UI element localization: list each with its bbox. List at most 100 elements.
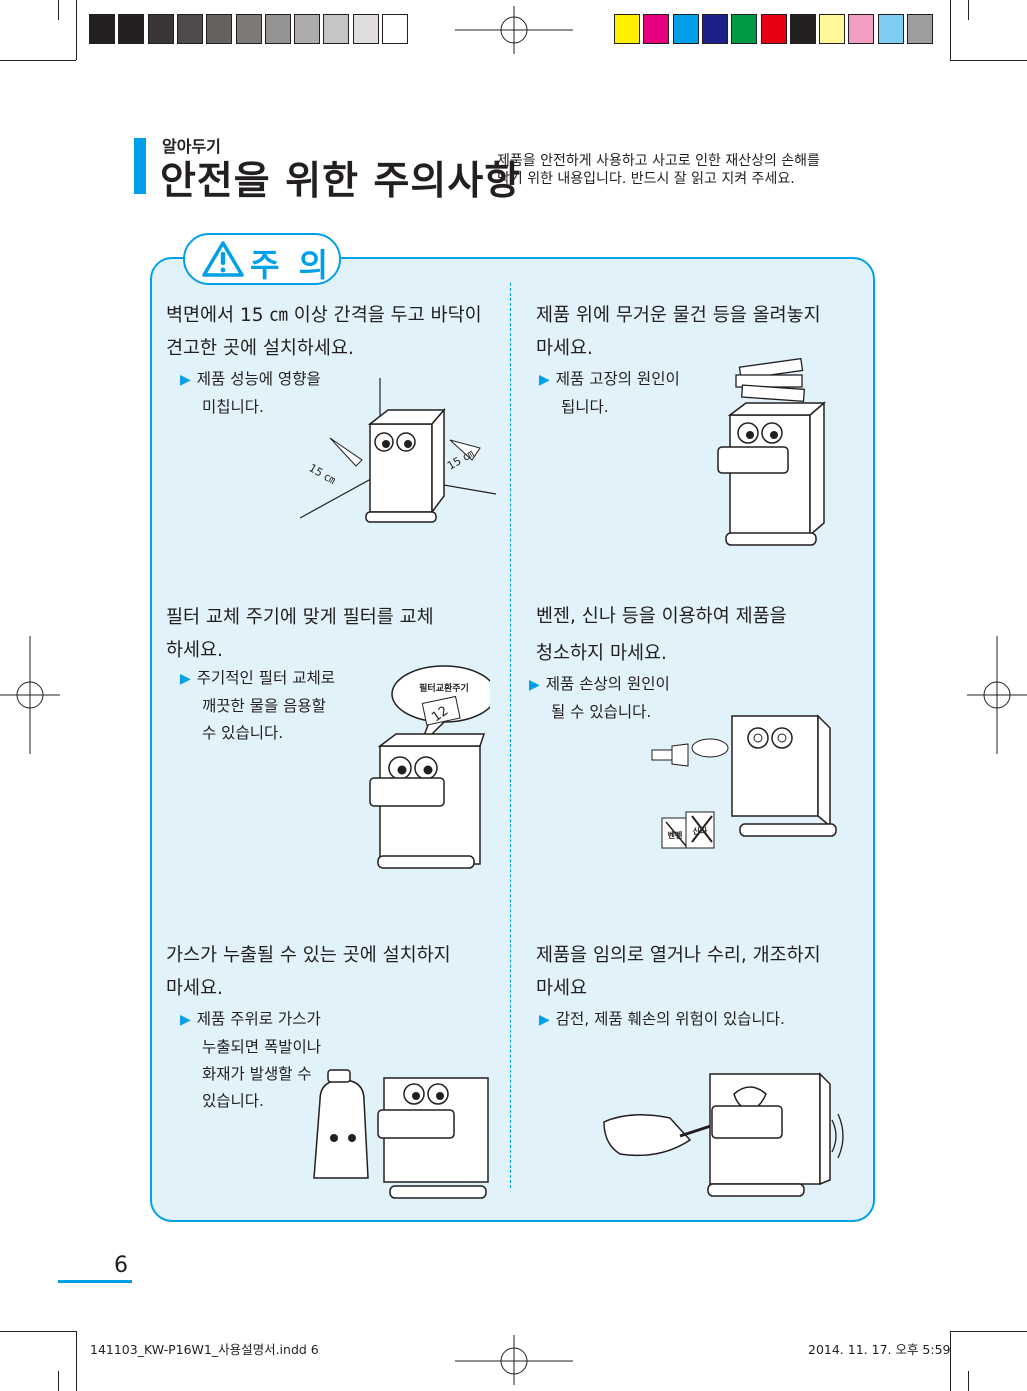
water-purifier-gas-leak-illustration	[313, 1069, 489, 1199]
item-6-title: 제품을 임의로 열거나 수리, 개조하지 마세요	[536, 939, 866, 1005]
gray-swatch	[147, 14, 174, 44]
item-2-note-line-2: 됩니다.	[561, 398, 609, 416]
distance-label-left: 15 ㎝	[307, 461, 338, 487]
registration-mark-top	[455, 6, 573, 54]
crop-mark-top-right-inner-vertical	[968, 0, 969, 20]
process-color-swatch	[731, 14, 758, 44]
crop-mark-bottom-right-inner-vertical	[968, 1371, 969, 1391]
process-color-swatch	[701, 14, 728, 44]
item-1-title-line-1: 벽면에서 15 ㎝ 이상 간격을 두고 바닥이	[166, 305, 482, 326]
item-1-note-line-2: 미칩니다.	[202, 398, 264, 416]
crop-mark-top-right-vertical	[950, 0, 951, 60]
item-1-note-line-1: 제품 성능에 영향을	[196, 370, 321, 388]
process-color-swatch	[877, 14, 904, 44]
item-6-note-line-1: 감전, 제품 훼손의 위험이 있습니다.	[555, 1010, 785, 1028]
gray-swatch	[235, 14, 262, 44]
item-5-note: ▶제품 주위로 가스가 누출되면 폭발이나 화재가 발생할 수 있습니다.	[180, 1006, 380, 1115]
column-divider	[510, 283, 511, 1188]
process-color-swatch	[848, 14, 875, 44]
gray-swatch	[382, 14, 408, 44]
warning-triangle-icon	[202, 241, 244, 277]
registration-mark-bottom	[455, 1335, 573, 1385]
footer-timestamp: 2014. 11. 17. 오후 5:59	[808, 1342, 951, 1357]
item-5-note-line-4: 있습니다.	[202, 1092, 264, 1110]
item-3-note-line-2: 깨끗한 물을 음용할	[202, 697, 326, 715]
registration-mark-left	[0, 636, 60, 754]
bullet-arrow-icon: ▶	[529, 677, 540, 693]
item-1-title-line-2: 견고한 곳에 설치하세요.	[166, 338, 354, 359]
item-5-note-line-3: 화재가 발생할 수	[202, 1065, 312, 1083]
header-accent-bar	[134, 138, 146, 194]
benzene-can-label: 벤젠	[668, 830, 683, 840]
item-5-title: 가스가 누출될 수 있는 곳에 설치하지 마세요.	[166, 939, 496, 1005]
crop-mark-top-left-vertical	[76, 0, 77, 60]
crop-mark-top-left-horizontal	[0, 60, 76, 61]
item-3-note-line-3: 수 있습니다.	[202, 724, 284, 742]
item-3-title-line-1: 필터 교체 주기에 맞게 필터를 교체	[166, 607, 434, 628]
item-2-title: 제품 위에 무거운 물건 등을 올려놓지 마세요.	[536, 299, 856, 365]
item-5-note-line-1: 제품 주위로 가스가	[196, 1010, 321, 1028]
footer-file-name: 141103_KW-P16W1_사용설명서.indd 6	[90, 1342, 319, 1357]
item-6-note: ▶ 감전, 제품 훼손의 위험이 있습니다.	[539, 1006, 859, 1034]
gray-swatch	[294, 14, 321, 44]
crop-mark-bottom-left-vertical	[76, 1331, 77, 1391]
item-2-note: ▶ 제품 고장의 원인이 됩니다.	[539, 366, 739, 421]
crop-mark-bottom-left-horizontal	[0, 1331, 76, 1332]
bullet-arrow-icon: ▶	[539, 1012, 550, 1028]
water-purifier-disassembly-illustration	[603, 1072, 844, 1197]
item-2-title-line-2: 마세요.	[536, 338, 593, 359]
gray-swatch	[89, 14, 115, 44]
item-1-title: 벽면에서 15 ㎝ 이상 간격을 두고 바닥이 견고한 곳에 설치하세요.	[166, 299, 496, 365]
bullet-arrow-icon: ▶	[180, 372, 191, 388]
item-4-title: 벤젠, 신나 등을 이용하여 제품을 청소하지 마세요.	[536, 598, 856, 672]
page-number: 6	[114, 1253, 128, 1278]
registration-mark-right	[967, 636, 1027, 754]
crop-mark-bottom-right-vertical	[950, 1331, 951, 1391]
crop-mark-top-right-horizontal	[950, 60, 1027, 61]
intro-text: 제품을 안전하게 사용하고 사고로 인한 재산상의 손해를 막기 위한 내용입니…	[497, 152, 857, 188]
process-color-swatch	[760, 14, 787, 44]
page-number-underline	[58, 1280, 132, 1283]
process-color-swatch	[614, 14, 640, 44]
bullet-arrow-icon: ▶	[539, 372, 550, 388]
distance-label-right: 15 ㎝	[445, 447, 476, 473]
process-color-swatch	[819, 14, 846, 44]
crop-mark-bottom-right-horizontal	[950, 1331, 1027, 1332]
gray-swatch	[352, 14, 379, 44]
page-title: 안전을 위한 주의사항	[160, 159, 522, 204]
item-2-title-line-1: 제품 위에 무거운 물건 등을 올려놓지	[536, 305, 821, 326]
item-5-title-line-2: 마세요.	[166, 978, 223, 999]
process-color-swatch	[672, 14, 699, 44]
process-color-swatch	[907, 14, 933, 44]
item-4-note-line-1: 제품 손상의 원인이	[545, 675, 670, 693]
item-4-title-line-2: 청소하지 마세요.	[536, 643, 667, 664]
item-3-note-line-1: 주기적인 필터 교체로	[196, 669, 335, 687]
water-purifier-heavy-objects-illustration	[717, 357, 827, 546]
water-purifier-filter-cycle-illustration: 필터교환주기 12	[369, 665, 490, 869]
process-color-swatch	[643, 14, 670, 44]
item-6-title-line-2: 마세요	[536, 978, 588, 999]
gray-swatch	[118, 14, 145, 44]
process-color-swatch	[789, 14, 816, 44]
item-2-note-line-1: 제품 고장의 원인이	[555, 370, 680, 388]
item-5-title-line-1: 가스가 누출될 수 있는 곳에 설치하지	[166, 945, 451, 966]
gray-swatch	[264, 14, 291, 44]
crop-mark-top-left-inner-vertical	[58, 0, 59, 20]
gray-swatch	[206, 14, 233, 44]
gray-swatch	[176, 14, 203, 44]
filter-bubble-label: 필터교환주기	[419, 682, 469, 694]
gray-swatch	[323, 14, 350, 44]
caution-label: 주 의	[250, 246, 333, 284]
section-kicker: 알아두기	[162, 137, 221, 156]
item-6-title-line-1: 제품을 임의로 열거나 수리, 개조하지	[536, 945, 821, 966]
item-3-title: 필터 교체 주기에 맞게 필터를 교체 하세요.	[166, 601, 486, 667]
intro-line-2: 막기 위한 내용입니다. 반드시 잘 읽고 지켜 주세요.	[497, 171, 795, 187]
item-1-note: ▶ 제품 성능에 영향을 미칩니다.	[180, 366, 380, 421]
item-5-note-line-2: 누출되면 폭발이나	[202, 1038, 322, 1056]
item-4-note-line-2: 될 수 있습니다.	[551, 703, 652, 721]
item-4-title-line-1: 벤젠, 신나 등을 이용하여 제품을	[536, 606, 787, 627]
item-3-note: ▶주기적인 필터 교체로 깨끗한 물을 음용할 수 있습니다.	[180, 665, 380, 747]
intro-line-1: 제품을 안전하게 사용하고 사고로 인한 재산상의 손해를	[497, 153, 820, 169]
item-3-title-line-2: 하세요.	[166, 640, 223, 661]
item-4-note: ▶ 제품 손상의 원인이 될 수 있습니다.	[529, 671, 729, 726]
